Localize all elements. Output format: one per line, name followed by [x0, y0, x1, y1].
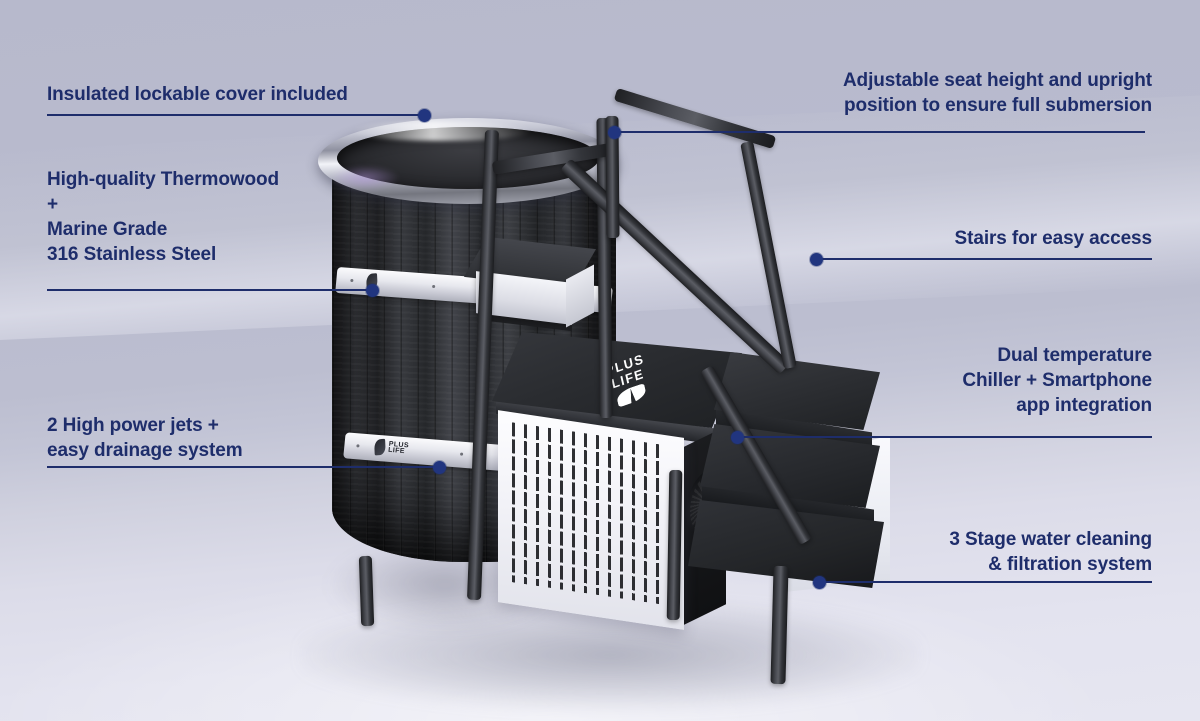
- callout-label: Stairs for easy access: [954, 228, 1153, 249]
- callout-materials: High-quality Thermowood + Marine Grade 3…: [47, 167, 447, 297]
- callout-label: 3 Stage water cleaning & filtration syst…: [949, 529, 1152, 575]
- callout-stairs-access: Stairs for easy access: [810, 226, 1153, 266]
- rim-highlight: [352, 121, 532, 141]
- frame-foot-left: [358, 555, 375, 627]
- leader-dot: [813, 576, 826, 589]
- leader-dot: [608, 126, 621, 139]
- callout-label: Adjustable seat height and upright posit…: [842, 70, 1152, 116]
- leader-line: [816, 258, 1152, 260]
- leader-line: [737, 436, 1152, 438]
- handrail-top-cap: [613, 88, 777, 149]
- leader-line: [819, 581, 1152, 583]
- callout-insulated-cover: Insulated lockable cover included: [47, 82, 447, 122]
- leader-line: [47, 466, 439, 468]
- callout-label: Dual temperature Chiller + Smartphone ap…: [962, 345, 1152, 416]
- callout-jets-drainage: 2 High power jets + easy drainage system: [47, 413, 447, 474]
- leader-line: [47, 114, 424, 116]
- leader-line: [47, 289, 372, 291]
- rim-reflection: [330, 165, 400, 191]
- chiller-cabinet: [498, 410, 684, 630]
- callout-adjustable-seat: Adjustable seat height and upright posit…: [608, 68, 1152, 139]
- chiller-vent-grille: [512, 422, 662, 605]
- leader-dot: [810, 253, 823, 266]
- handrail-post-right: [770, 565, 789, 685]
- leader-line: [614, 131, 1145, 133]
- callout-dual-temperature: Dual temperature Chiller + Smartphone ap…: [731, 343, 1152, 444]
- callout-label: 2 High power jets + easy drainage system: [47, 415, 243, 461]
- callout-water-filtration: 3 Stage water cleaning & filtration syst…: [813, 527, 1152, 589]
- leader-dot: [433, 461, 446, 474]
- leader-dot: [731, 431, 744, 444]
- callout-label: High-quality Thermowood + Marine Grade 3…: [47, 169, 280, 265]
- callout-label: Insulated lockable cover included: [47, 84, 348, 105]
- leader-dot: [418, 109, 431, 122]
- frame-post-middle: [666, 469, 683, 621]
- leader-dot: [366, 284, 379, 297]
